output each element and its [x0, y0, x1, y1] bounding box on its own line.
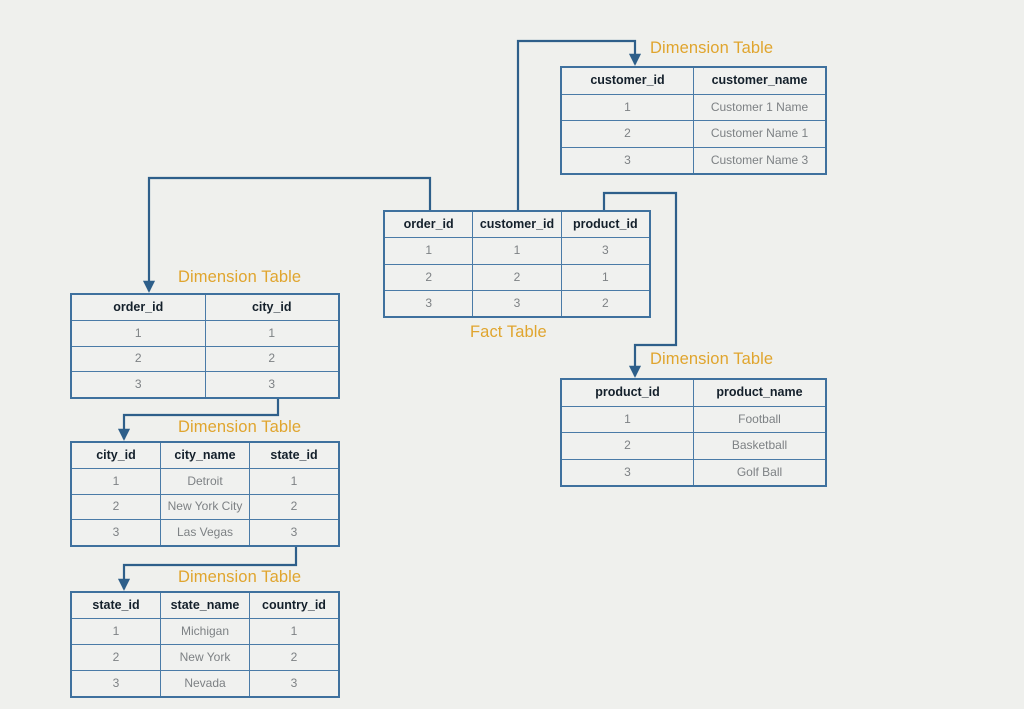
table-row[interactable]: 2 Basketball: [562, 432, 825, 459]
table-row[interactable]: 2 New York City 2: [72, 493, 338, 520]
cell: 2: [249, 494, 338, 520]
cell: 3: [472, 290, 560, 316]
cell: Michigan: [160, 619, 249, 644]
table-row[interactable]: 3 3: [72, 371, 338, 397]
table-header-row: state_id state_name country_id: [72, 593, 338, 618]
column-header: city_name: [160, 443, 249, 468]
order-city-table[interactable]: order_id city_id 1 1 2 2 3 3: [70, 293, 340, 399]
caption-state-dimension: Dimension Table: [178, 568, 302, 586]
table-row[interactable]: 3 Las Vegas 3: [72, 519, 338, 545]
column-header: state_id: [92, 597, 140, 612]
caption-customer-dimension: Dimension Table: [650, 39, 774, 57]
cell: 1: [134, 325, 142, 340]
table-row[interactable]: 1 1: [72, 319, 339, 346]
cell: 3: [624, 152, 631, 167]
table-row[interactable]: 2 New York 2: [72, 644, 338, 670]
cell: 2: [112, 649, 120, 664]
table-row[interactable]: 2 Customer Name 1: [562, 120, 825, 147]
table-row[interactable]: 2 2 1: [385, 263, 649, 290]
table-row[interactable]: 2 2: [72, 345, 339, 372]
cell: 2: [425, 269, 432, 284]
cell: 3: [249, 520, 338, 545]
cell: 2: [112, 499, 120, 514]
caption-order-city-dimension: Dimension Table: [178, 268, 302, 286]
cell: 1: [425, 243, 432, 258]
column-header: state_id: [249, 443, 338, 468]
table-row[interactable]: 3 Golf Ball: [562, 458, 825, 485]
table-row[interactable]: 1 Customer 1 Name: [562, 93, 825, 120]
cell: 1: [249, 468, 338, 494]
state-table[interactable]: state_id state_name country_id 1 Michiga…: [70, 591, 340, 698]
cell: 3: [249, 671, 338, 696]
cell: 3: [560, 238, 649, 264]
column-header: product_id: [560, 212, 649, 238]
column-header: country_id: [249, 593, 338, 618]
cell: Customer 1 Name: [693, 94, 825, 120]
cell: 2: [472, 264, 560, 290]
column-header: order_id: [403, 216, 454, 231]
table-header-row: customer_id customer_name: [562, 68, 825, 94]
table-row[interactable]: 3 3 2: [385, 289, 649, 316]
cell: Golf Ball: [693, 459, 825, 485]
caption-city-dimension: Dimension Table: [178, 418, 302, 436]
cell: 3: [204, 372, 339, 397]
column-header: customer_name: [693, 68, 825, 94]
cell: 3: [134, 377, 142, 392]
product-table[interactable]: product_id product_name 1 Football 2 Bas…: [560, 378, 827, 487]
column-header: city_id: [96, 447, 136, 462]
column-header: state_name: [160, 593, 249, 618]
cell: 1: [560, 264, 649, 290]
column-header: order_id: [113, 299, 164, 314]
cell: 2: [134, 351, 142, 366]
cell: 2: [204, 346, 339, 372]
cell: Basketball: [693, 433, 825, 459]
table-header-row: product_id product_name: [562, 380, 825, 406]
table-header-row: order_id city_id: [72, 295, 338, 320]
table-header-row: order_id customer_id product_id: [385, 212, 649, 238]
cell: Detroit: [160, 468, 249, 494]
cell: 3: [624, 464, 631, 479]
table-header-row: city_id city_name state_id: [72, 443, 338, 468]
table-row[interactable]: 1 Football: [562, 405, 825, 432]
cell: 3: [112, 525, 120, 540]
table-row[interactable]: 1 Detroit 1: [72, 467, 338, 494]
cell: Customer Name 3: [693, 147, 825, 173]
cell: Customer Name 1: [693, 121, 825, 147]
column-header: city_id: [204, 295, 339, 320]
cell: 1: [204, 320, 339, 346]
cell: 1: [249, 619, 338, 644]
cell: 1: [472, 238, 560, 264]
fact-table[interactable]: order_id customer_id product_id 1 1 3 2 …: [383, 210, 651, 318]
cell: 2: [624, 126, 631, 141]
column-header: customer_id: [472, 212, 560, 238]
table-row[interactable]: 3 Customer Name 3: [562, 146, 825, 173]
cell: Football: [693, 406, 825, 432]
cell: New York: [160, 645, 249, 670]
cell: Las Vegas: [160, 520, 249, 545]
caption-product-dimension: Dimension Table: [650, 350, 774, 368]
cell: 3: [112, 675, 120, 690]
cell: 1: [624, 411, 631, 426]
customer-table[interactable]: customer_id customer_name 1 Customer 1 N…: [560, 66, 827, 175]
table-row[interactable]: 1 1 3: [385, 237, 649, 264]
cell: 1: [112, 473, 120, 488]
cell: 2: [624, 438, 631, 453]
cell: 3: [425, 295, 432, 310]
table-row[interactable]: 1 Michigan 1: [72, 618, 338, 644]
column-header: product_id: [595, 384, 660, 399]
cell: Nevada: [160, 671, 249, 696]
city-table[interactable]: city_id city_name state_id 1 Detroit 1 2…: [70, 441, 340, 547]
table-row[interactable]: 3 Nevada 3: [72, 670, 338, 696]
caption-fact-table: Fact Table: [470, 323, 547, 341]
column-header: product_name: [693, 380, 825, 406]
cell: 2: [249, 645, 338, 670]
cell: 1: [112, 623, 120, 638]
cell: 1: [624, 99, 631, 114]
cell: 2: [560, 290, 649, 316]
column-header: customer_id: [590, 72, 665, 87]
cell: New York City: [160, 494, 249, 520]
